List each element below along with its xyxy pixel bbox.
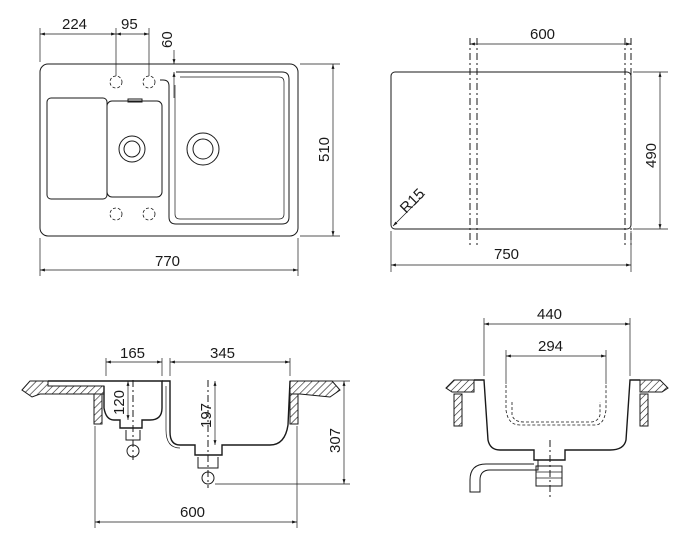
dim-600-cutout: 600 (530, 26, 555, 43)
section-profile (48, 380, 163, 429)
drainboard (46, 97, 108, 200)
top-view: 224 95 60 510 770 (39, 16, 340, 276)
dim-60: 60 (159, 31, 176, 48)
dim-770: 770 (155, 253, 180, 270)
dim-750: 750 (494, 246, 519, 263)
dim-440: 440 (537, 306, 562, 323)
cutout-view: 600 490 R15 750 (390, 26, 668, 272)
dim-307: 307 (327, 428, 344, 453)
dim-510: 510 (316, 137, 333, 162)
dim-95: 95 (121, 16, 138, 33)
dim-197: 197 (198, 403, 215, 428)
dim-120: 120 (111, 390, 128, 415)
large-bowl (160, 71, 290, 225)
dim-345: 345 (210, 345, 235, 362)
drain-pipe (469, 460, 539, 493)
side-profile (474, 379, 640, 461)
dim-165: 165 (120, 345, 145, 362)
dim-490: 490 (643, 143, 660, 168)
small-drain (118, 135, 146, 163)
dim-r15: R15 (397, 185, 428, 216)
cutout-outline (390, 71, 632, 230)
section-view: 165 345 120 197 307 600 (21, 345, 350, 528)
side-view: 440 294 (445, 306, 669, 500)
tap-holes (109, 75, 156, 221)
large-drain (186, 132, 220, 166)
dim-294: 294 (538, 338, 563, 355)
dim-600-section: 600 (180, 504, 205, 521)
dim-224: 224 (62, 16, 87, 33)
small-bowl (106, 100, 163, 198)
